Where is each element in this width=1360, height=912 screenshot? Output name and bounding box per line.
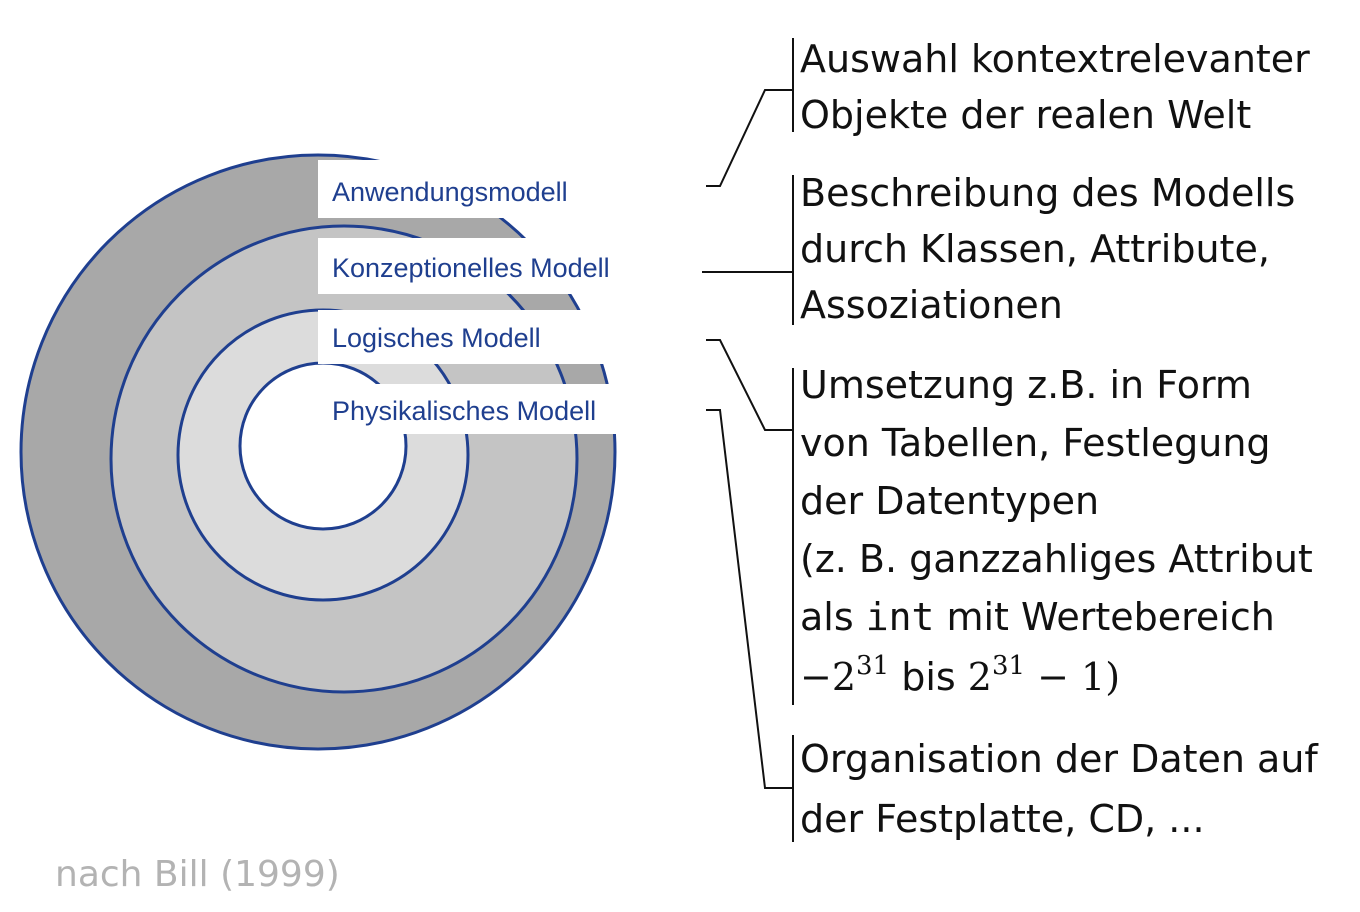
connector-3: [706, 339, 793, 431]
desc-3-line-3: der Datentypen: [800, 479, 1099, 523]
desc-2-line-3: Assoziationen: [800, 283, 1063, 327]
desc-3-minus: −: [800, 655, 832, 699]
label-bg-konzeptionelles-modell: [318, 238, 700, 294]
connector-1: [706, 89, 793, 187]
desc-1-line-1: Auswahl kontextrelevanter: [800, 37, 1310, 81]
label-bg-logisches-modell: [318, 310, 618, 364]
label-logisches-modell: Logisches Modell: [332, 323, 541, 353]
label-bg-physikalisches-modell: [318, 384, 688, 434]
label-physikalisches-modell: Physikalisches Modell: [332, 396, 596, 426]
label-konzeptionelles-modell: Konzeptionelles Modell: [332, 253, 610, 283]
desc-1-line-2: Objekte der realen Welt: [800, 93, 1251, 137]
desc-3-line-5-prefix: als: [800, 595, 866, 639]
desc-3-exp2: 31: [992, 651, 1025, 681]
desc-3-line-4: (z. B. ganzzahliges Attribut: [800, 537, 1313, 581]
desc-3-exp: 31: [856, 651, 889, 681]
desc-3-line-6: −231 bis 231 − 1): [800, 651, 1120, 699]
desc-3-base: 2: [832, 655, 856, 699]
desc-3-line-1: Umsetzung z.B. in Form: [800, 363, 1252, 407]
desc-3-base2: 2: [968, 655, 992, 699]
desc-4-line-2: der Festplatte, CD, ...: [800, 797, 1205, 841]
label-bg-anwendungsmodell: [318, 160, 650, 218]
desc-2-line-1: Beschreibung des Modells: [800, 171, 1295, 215]
desc-3-line-2: von Tabellen, Festlegung: [800, 421, 1271, 465]
desc-3-tail: − 1): [1025, 655, 1120, 699]
connector-4: [706, 409, 793, 789]
desc-4-line-1: Organisation der Daten auf: [800, 737, 1319, 781]
desc-2-line-2: durch Klassen, Attribute,: [800, 227, 1270, 271]
desc-3-line-5: als int mit Wertebereich: [800, 595, 1275, 639]
desc-3-line-5-suffix: mit Wertebereich: [934, 595, 1274, 639]
desc-3-line-5-code: int: [866, 595, 935, 639]
desc-3-middle: bis: [889, 655, 968, 699]
source-citation: nach Bill (1999): [55, 854, 340, 895]
label-anwendungsmodell: Anwendungsmodell: [332, 177, 568, 207]
